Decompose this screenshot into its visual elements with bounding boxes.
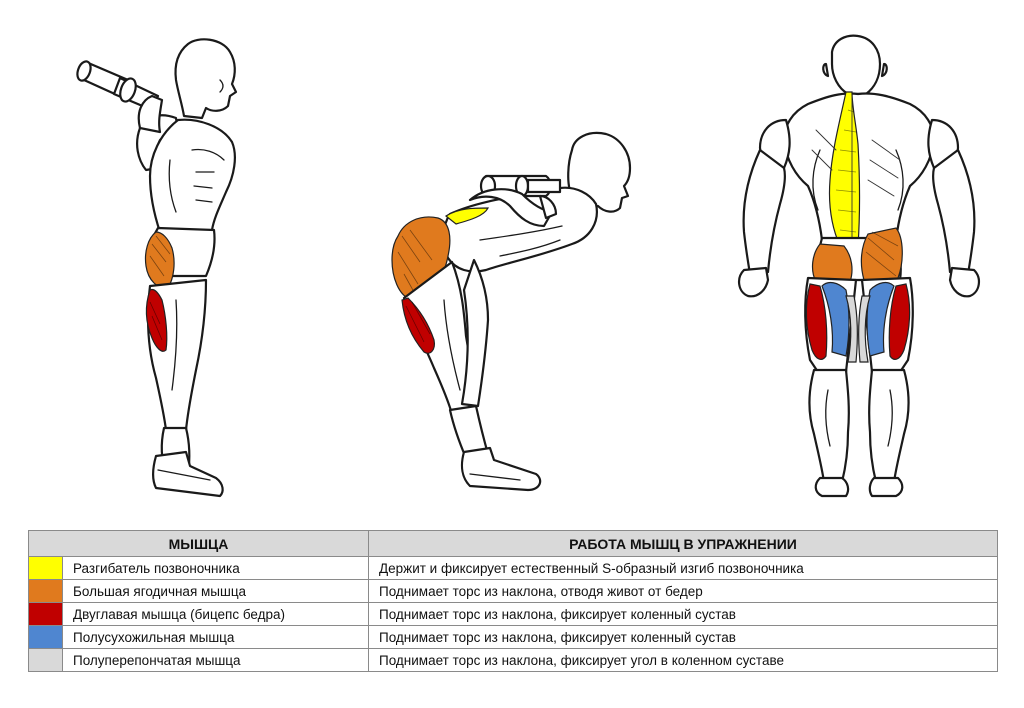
back-semitendinosus-left: [821, 281, 850, 357]
back-view-figure: [738, 34, 980, 498]
muscle-work: Держит и фиксирует естественный S-образн…: [368, 556, 998, 580]
muscle-table: МЫШЦА РАБОТА МЫШЦ В УПРАЖНЕНИИ Разгибате…: [28, 530, 998, 672]
header-muscle: МЫШЦА: [28, 530, 369, 557]
bent-biceps-femoris: [401, 297, 435, 354]
muscle-work: Поднимает торс из наклона, фиксирует кол…: [368, 602, 998, 626]
muscle-work: Поднимает торс из наклона, фиксирует кол…: [368, 625, 998, 649]
table-row: Полусухожильная мышца Поднимает торс из …: [28, 625, 998, 649]
muscle-name: Двуглавая мышца (бицепс бедра): [62, 602, 369, 626]
standing-figure: [76, 38, 238, 498]
table-row: Большая ягодичная мышца Поднимает торс и…: [28, 579, 998, 603]
bent-erector-spinae: [444, 207, 489, 225]
back-biceps-femoris-right: [888, 283, 911, 360]
muscle-name: Полусухожильная мышца: [62, 625, 369, 649]
exercise-illustration: [76, 34, 980, 498]
header-muscle-work: РАБОТА МЫШЦ В УПРАЖНЕНИИ: [368, 530, 998, 557]
back-semimembranosus-left: [845, 295, 858, 363]
back-semitendinosus-right: [866, 281, 895, 357]
standing-biceps-femoris: [145, 288, 168, 352]
muscle-name: Разгибатель позвоночника: [62, 556, 369, 580]
muscle-work: Поднимает торс из наклона, отводя живот …: [368, 579, 998, 603]
table-header-row: МЫШЦА РАБОТА МЫШЦ В УПРАЖНЕНИИ: [28, 530, 998, 557]
back-semimembranosus-right: [858, 295, 871, 363]
table-row: Разгибатель позвоночника Держит и фиксир…: [28, 556, 998, 580]
muscle-work: Поднимает торс из наклона, фиксирует уго…: [368, 648, 998, 672]
table-row: Полуперепончатая мышца Поднимает торс из…: [28, 648, 998, 672]
color-swatch: [28, 579, 63, 603]
color-swatch: [28, 556, 63, 580]
back-biceps-femoris-left: [805, 283, 828, 360]
bent-over-figure: [391, 131, 632, 492]
color-swatch: [28, 602, 63, 626]
muscle-name: Полуперепончатая мышца: [62, 648, 369, 672]
color-swatch: [28, 648, 63, 672]
table-row: Двуглавая мышца (бицепс бедра) Поднимает…: [28, 602, 998, 626]
color-swatch: [28, 625, 63, 649]
muscle-name: Большая ягодичная мышца: [62, 579, 369, 603]
